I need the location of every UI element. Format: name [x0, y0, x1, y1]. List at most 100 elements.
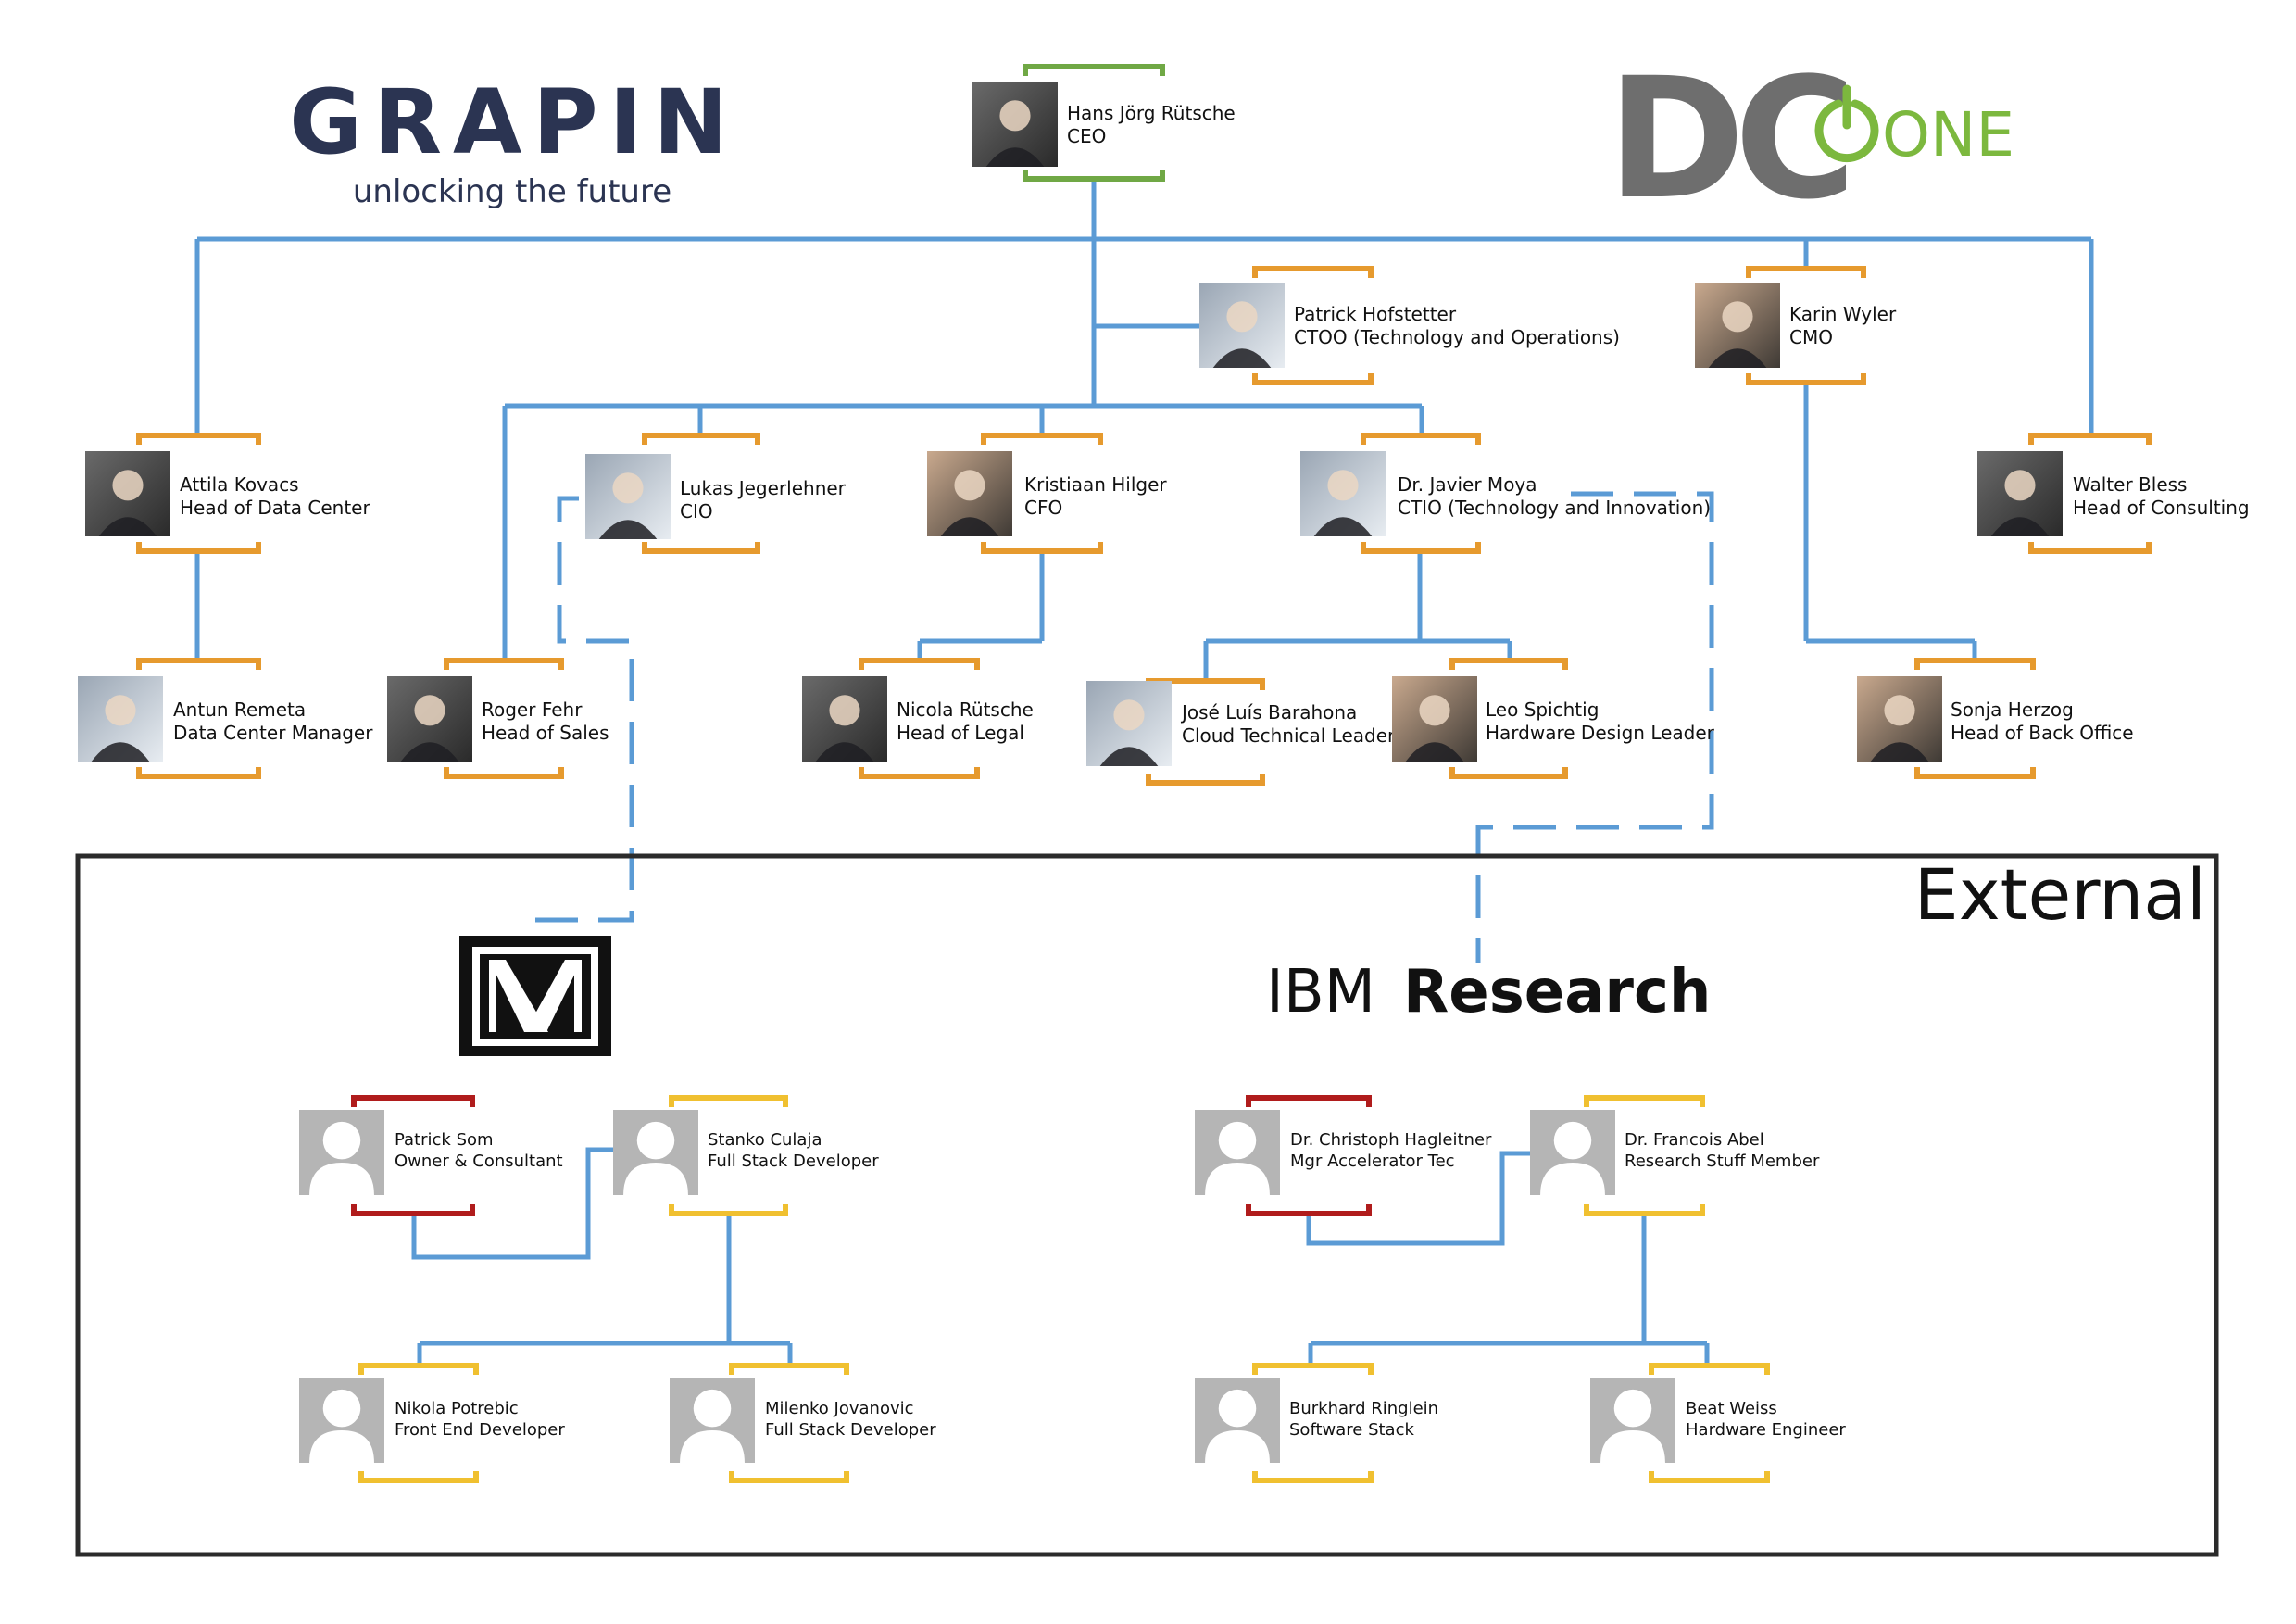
person-title: Head of Data Center [180, 497, 370, 519]
grapin-logo-name: GRAPIN [289, 70, 738, 174]
profile-photo [972, 82, 1058, 167]
person-title: Head of Sales [482, 722, 609, 744]
person-title: Hardware Engineer [1686, 1420, 1846, 1440]
person-title: Front End Developer [395, 1420, 565, 1440]
power-icon [1814, 84, 1879, 163]
person-title: CEO [1067, 125, 1106, 147]
avatar-placeholder-icon [1195, 1110, 1280, 1195]
person-title: Head of Consulting [2073, 497, 2250, 519]
x-company-logo [459, 936, 611, 1056]
external-label: External [1914, 853, 2206, 936]
person-title: CMO [1789, 326, 1833, 348]
person-name: Walter Bless [2073, 473, 2187, 496]
profile-photo [927, 451, 1012, 536]
avatar-placeholder-icon [299, 1378, 384, 1463]
grapin-logo-tagline: unlocking the future [353, 173, 671, 210]
person-name: Patrick Hofstetter [1294, 303, 1457, 325]
connector-lines [194, 179, 2094, 1366]
person-name: Hans Jörg Rütsche [1067, 102, 1236, 124]
profile-photo [1977, 451, 2063, 536]
avatar-placeholder-icon [1195, 1378, 1280, 1463]
person-name: Sonja Herzog [1951, 699, 2074, 721]
person-name: José Luís Barahona [1180, 701, 1357, 724]
person-name: Nikola Potrebic [395, 1399, 519, 1418]
profile-photo [1392, 676, 1477, 762]
person-name: Leo Spichtig [1486, 699, 1599, 721]
profile-photo [1857, 676, 1942, 762]
person-name: Patrick Som [395, 1130, 494, 1150]
ibm-logo-light: IBM [1266, 958, 1375, 1026]
person-title: CTIO (Technology and Innovation) [1398, 497, 1711, 519]
profile-photo [1199, 283, 1285, 368]
person-title: Head of Back Office [1951, 722, 2134, 744]
profile-photo [585, 454, 671, 539]
person-title: CIO [680, 500, 713, 522]
external-frame [75, 853, 2219, 1557]
person-name: Dr. Javier Moya [1398, 473, 1537, 496]
dcone-logo-main: DC [1607, 43, 1846, 236]
person-title: CTOO (Technology and Operations) [1294, 326, 1620, 348]
person-name: Karin Wyler [1789, 303, 1897, 325]
grapin-logo: GRAPIN unlocking the future [289, 70, 738, 210]
person-name: Beat Weiss [1686, 1399, 1777, 1418]
person-name: Kristiaan Hilger [1024, 473, 1167, 496]
person-title: Research Stuff Member [1625, 1152, 1820, 1171]
dcone-logo-sub: ONE [1882, 99, 2014, 170]
avatar-placeholder-icon [670, 1378, 755, 1463]
person-title: Hardware Design Leader [1486, 722, 1715, 744]
ibm-logo-bold: Research [1403, 958, 1711, 1026]
dcone-logo: DC ONE [1607, 43, 2014, 236]
profile-photo [1300, 451, 1386, 536]
person-title: Software Stack [1289, 1420, 1414, 1440]
profile-photo [1086, 681, 1172, 766]
ibm-research-logo: IBM Research [1266, 958, 1711, 1026]
person-name: Lukas Jegerlehner [680, 477, 847, 499]
profile-photo [85, 451, 170, 536]
profile-photo [78, 676, 163, 762]
person-name: Milenko Jovanovic [765, 1399, 914, 1418]
person-name: Dr. Christoph Hagleitner [1290, 1130, 1492, 1150]
person-title: Data Center Manager [173, 722, 373, 744]
person-title: Head of Legal [897, 722, 1024, 744]
person-title: Full Stack Developer [765, 1420, 936, 1440]
person-title: Full Stack Developer [708, 1152, 879, 1171]
profile-photo [1695, 283, 1780, 368]
person-name: Attila Kovacs [180, 473, 299, 496]
person-name: Burkhard Ringlein [1289, 1399, 1438, 1418]
person-title: Owner & Consultant [395, 1152, 563, 1171]
profile-photo [387, 676, 472, 762]
person-title: Mgr Accelerator Tec [1290, 1152, 1455, 1171]
person-title: CFO [1024, 497, 1062, 519]
dashed-links [533, 491, 1714, 963]
profile-photo [802, 676, 887, 762]
avatar-placeholder-icon [299, 1110, 384, 1195]
avatar-placeholder-icon [1590, 1378, 1675, 1463]
person-name: Nicola Rütsche [897, 699, 1034, 721]
avatar-placeholder-icon [1530, 1110, 1615, 1195]
person-name: Roger Fehr [482, 699, 583, 721]
person-name: Dr. Francois Abel [1625, 1130, 1764, 1150]
